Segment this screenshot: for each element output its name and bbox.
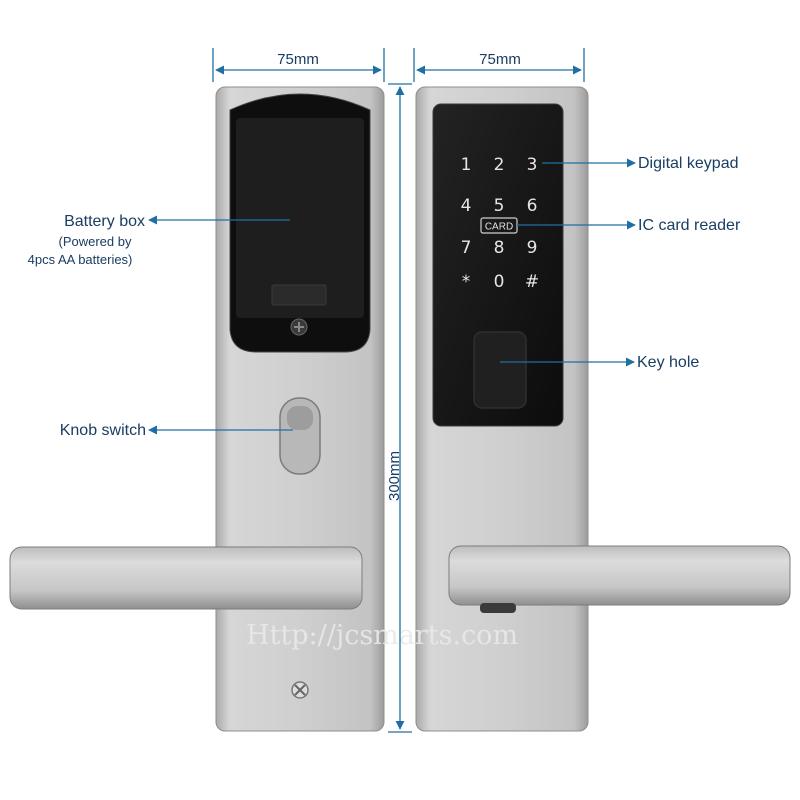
- watermark-text: Http://jcsmarts.com: [246, 620, 518, 651]
- battery-box-label: Battery box: [64, 213, 145, 230]
- keypad-key: 2: [494, 155, 505, 175]
- keypad-key: 0: [494, 272, 505, 292]
- keypad-key: 9: [527, 238, 538, 258]
- knob-switch-label: Knob switch: [60, 422, 146, 439]
- height-label: 300mm: [386, 451, 403, 501]
- ic-card-reader-label: IC card reader: [638, 217, 741, 234]
- exterior-lever-handle: [448, 545, 791, 606]
- right-width-label: 75mm: [479, 51, 521, 68]
- exterior-lock-body: 1 2 3 4 5 6 7 8 9 * 0 # CARD: [415, 86, 791, 732]
- keypad-key: 3: [527, 155, 538, 175]
- battery-note-line2: 4pcs AA batteries): [28, 252, 133, 267]
- battery-cover-latch: [271, 284, 327, 306]
- keypad-key: *: [462, 272, 471, 292]
- battery-note-line1: (Powered by: [59, 234, 132, 249]
- keypad-key: 5: [494, 196, 505, 216]
- interior-lever-handle: [9, 546, 363, 610]
- keypad-key: 6: [527, 196, 538, 216]
- callout-arrows: [148, 158, 636, 435]
- keypad-key: 7: [461, 238, 472, 258]
- card-label: CARD: [485, 222, 513, 233]
- keypad-glass-panel: [432, 103, 564, 427]
- keypad-key: 1: [461, 155, 472, 175]
- key-hole-label: Key hole: [637, 354, 699, 371]
- left-width-label: 75mm: [277, 51, 319, 68]
- keypad-key: 8: [494, 238, 505, 258]
- interior-lock-body: [9, 86, 385, 732]
- keypad-key: #: [525, 272, 539, 292]
- keypad-key: 4: [461, 196, 472, 216]
- keypad-keys: 1 2 3 4 5 6 7 8 9 * 0 #: [461, 155, 540, 292]
- digital-keypad-label: Digital keypad: [638, 155, 739, 172]
- key-hole-cover: [473, 331, 527, 409]
- dimension-markings: [212, 48, 585, 733]
- battery-cover: [236, 118, 364, 318]
